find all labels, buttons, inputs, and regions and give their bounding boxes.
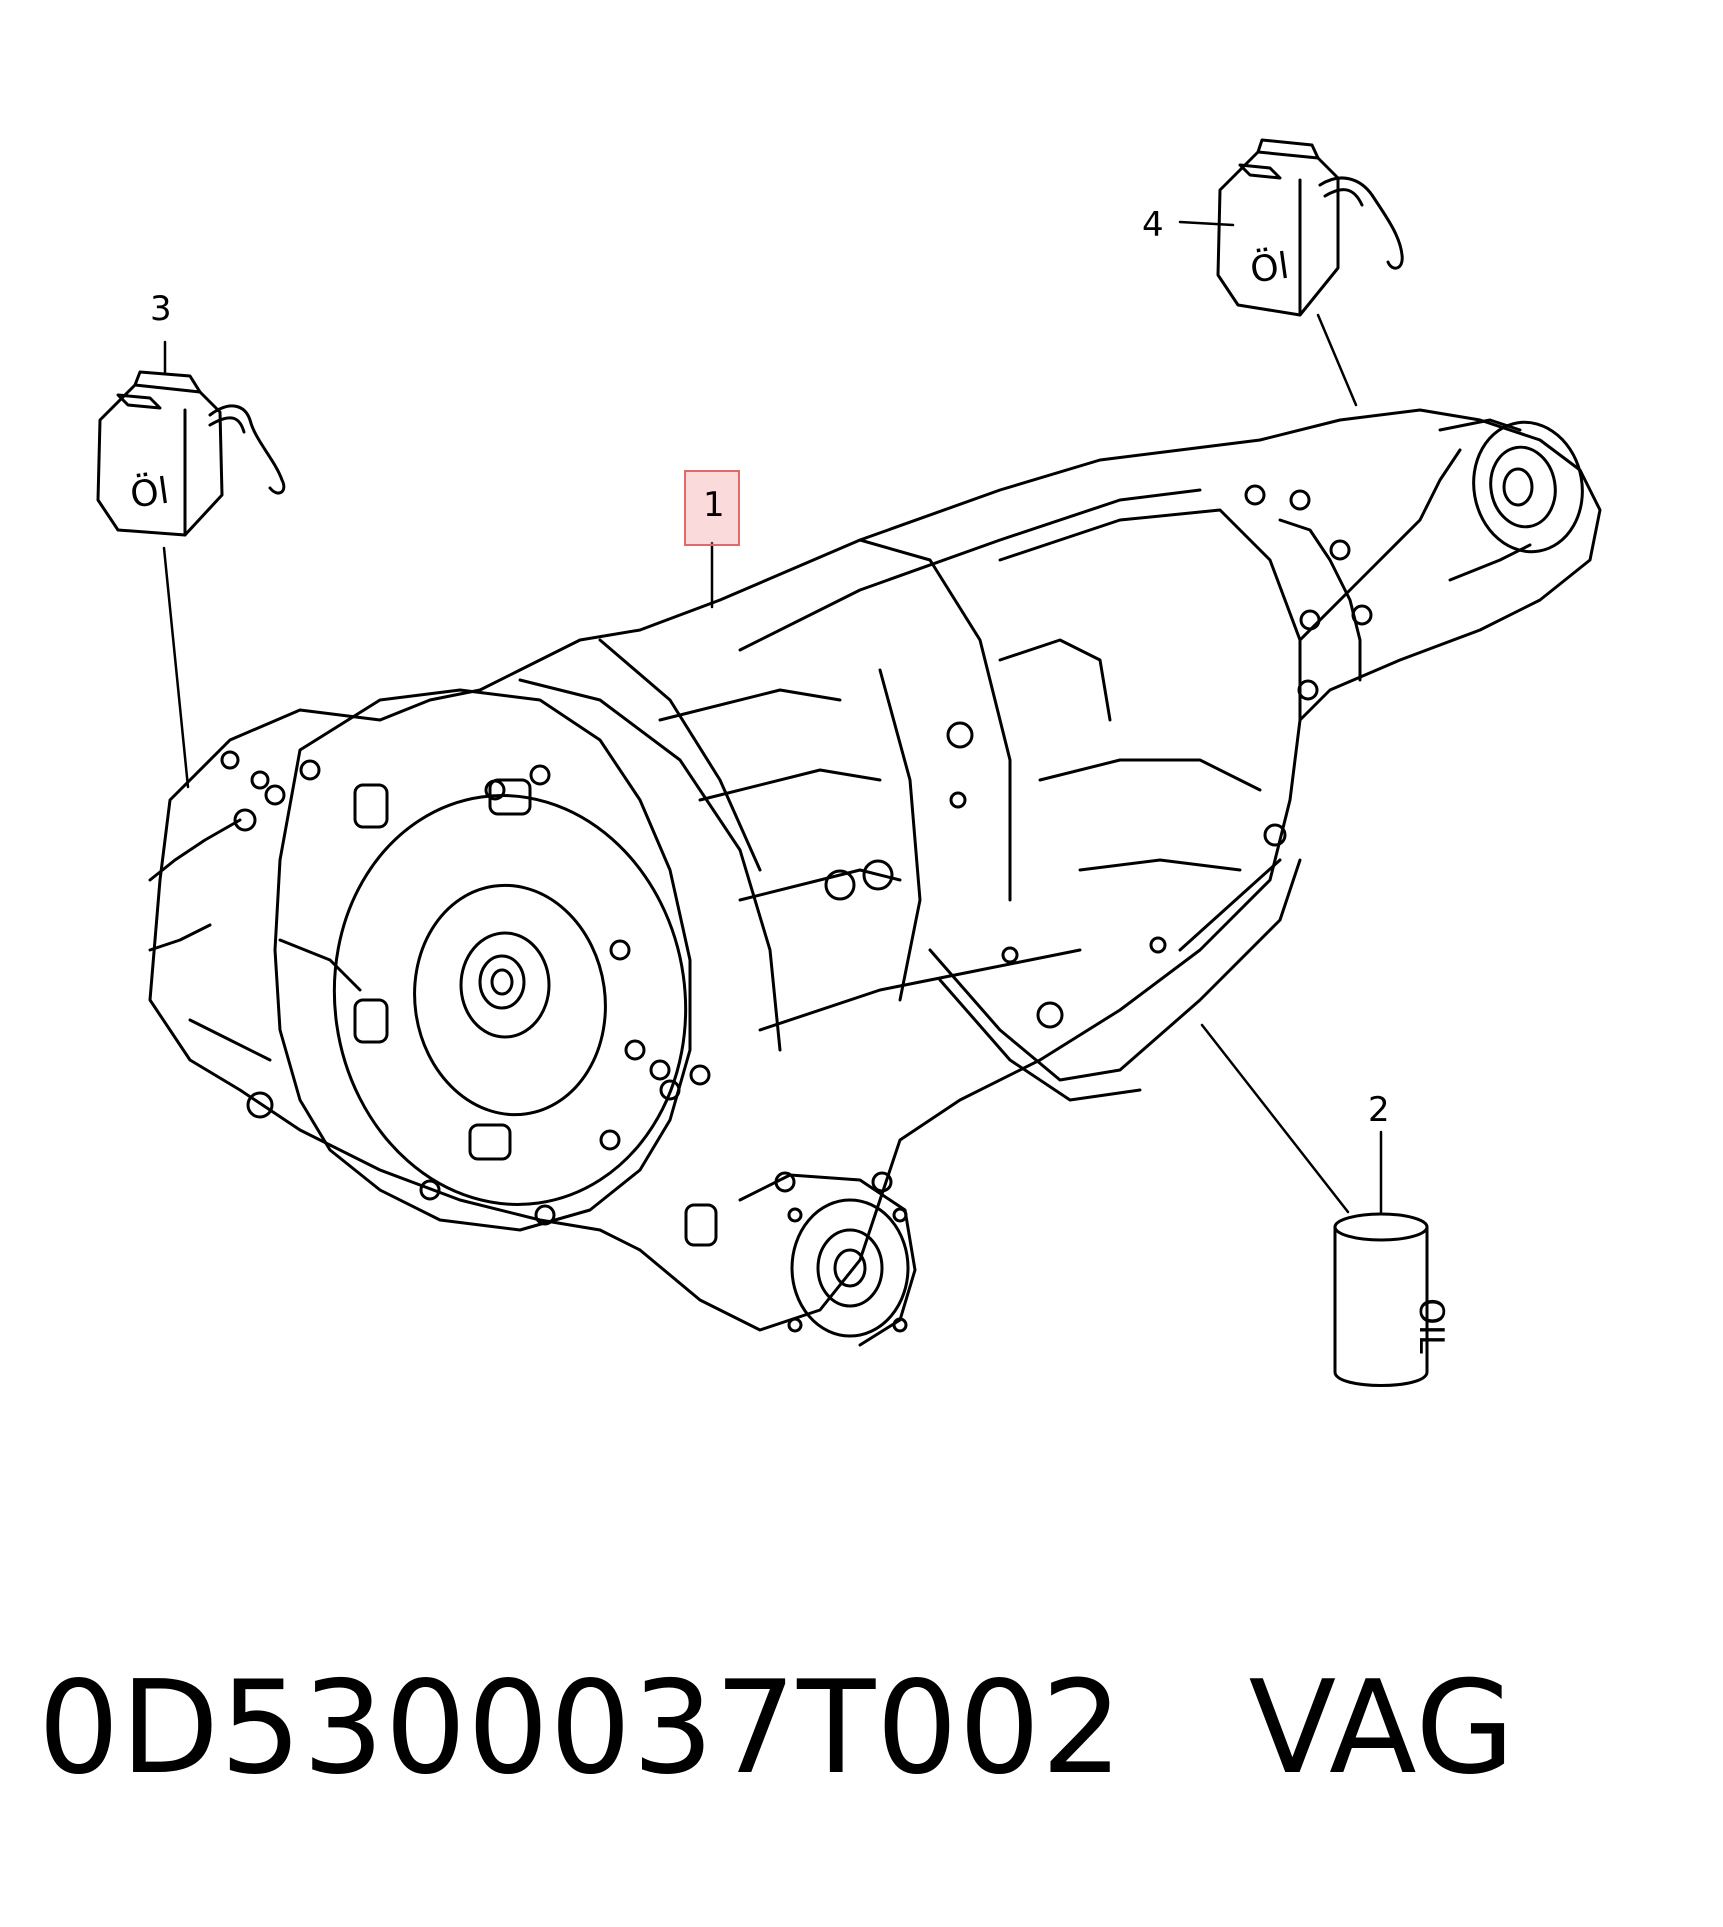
callout-4: 4 [1142, 205, 1164, 245]
oil-can-left-label: Öl [128, 470, 172, 517]
callout-2: 2 [1368, 1090, 1390, 1130]
oil-bottle [1333, 1212, 1429, 1387]
leader-lines [162, 220, 1383, 1214]
callout-1: 1 [703, 485, 725, 525]
callout-3: 3 [150, 289, 172, 329]
oil-can-right-label: Öl [1248, 245, 1292, 292]
brand: VAG [1248, 1654, 1516, 1803]
oil-can-left [96, 370, 286, 537]
caption: 0D5300037T002 VAG [38, 1665, 1516, 1793]
oil-can-right [1216, 138, 1404, 317]
transmission-drawing [148, 408, 1602, 1347]
caption-gap [1124, 1654, 1249, 1803]
part-number: 0D5300037T002 [38, 1654, 1124, 1803]
callout-1-highlight [684, 470, 740, 546]
oil-bottle-label: OIL [1411, 1298, 1451, 1354]
